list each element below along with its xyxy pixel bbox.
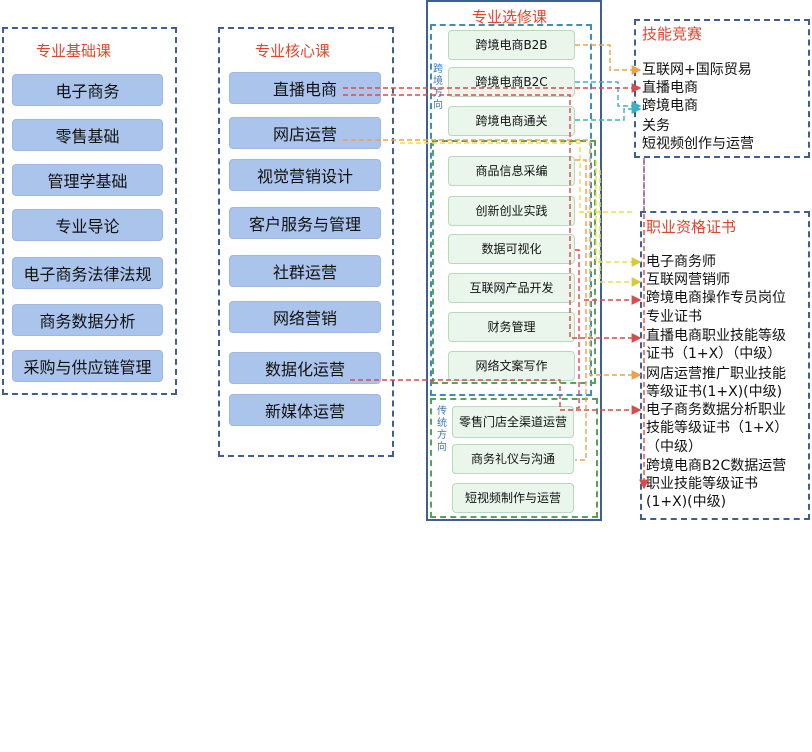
link-elective-orange xyxy=(575,159,587,461)
certificate-line-5: 直播电商职业技能等级 xyxy=(646,328,786,344)
core-course-7: 数据化运营 xyxy=(229,352,381,384)
foundation-course-4: 专业导论 xyxy=(12,209,163,241)
certificate-line-10: 技能等级证书（1+X） xyxy=(646,420,789,436)
certificate-line-14: (1+X)(中级) xyxy=(646,494,727,510)
common-course-4: 互联网产品开发 xyxy=(448,273,575,303)
competition-item-3: 跨境电商 xyxy=(642,98,698,114)
traditional-group xyxy=(430,398,598,518)
link-customs-competition xyxy=(575,104,642,121)
certificate-title: 职业资格证书 xyxy=(646,218,737,236)
foundation-course-1: 电子商务 xyxy=(12,74,163,106)
certificate-line-9: 电子商务数据分析职业 xyxy=(646,402,786,418)
common-course-1: 商品信息采编 xyxy=(448,156,575,186)
certificate-line-13: 职业技能等级证书 xyxy=(646,476,758,492)
common-group xyxy=(432,140,596,384)
core-course-4: 客户服务与管理 xyxy=(229,207,381,239)
core-title: 专业核心课 xyxy=(255,42,331,60)
core-course-6: 网络营销 xyxy=(229,301,381,333)
link-yellow-1 xyxy=(595,160,642,267)
certificate-line-12: 跨境电商B2C数据运营 xyxy=(646,458,787,474)
certificate-line-11: （中级） xyxy=(646,439,702,455)
core-course-8: 新媒体运营 xyxy=(229,394,381,426)
traditional-direction-label: 传统方向 xyxy=(437,406,447,453)
traditional-course-2: 商务礼仪与沟通 xyxy=(452,444,574,474)
foundation-course-2: 零售基础 xyxy=(12,119,163,151)
common-course-5: 财务管理 xyxy=(448,312,575,342)
competition-item-1: 互联网+国际贸易 xyxy=(642,62,752,78)
elective-title: 专业选修课 xyxy=(472,8,548,26)
foundation-course-6: 商务数据分析 xyxy=(12,304,163,336)
link-elective-red xyxy=(575,249,580,409)
competition-item-2: 直播电商 xyxy=(642,80,698,96)
certificate-line-3: 跨境电商操作专员岗位 xyxy=(646,290,786,306)
foundation-course-3: 管理学基础 xyxy=(12,164,163,196)
link-yellow-2 xyxy=(599,170,642,287)
common-course-2: 创新创业实践 xyxy=(448,196,575,226)
certificate-line-7: 网店运营推广职业技能 xyxy=(646,366,786,382)
crossborder-group xyxy=(430,24,592,396)
crossborder-course-1: 跨境电商B2B xyxy=(448,30,575,60)
crossborder-course-2: 跨境电商B2C xyxy=(448,67,575,97)
certificate-line-4: 专业证书 xyxy=(646,309,702,325)
crossborder-course-3: 跨境电商通关 xyxy=(448,106,575,136)
common-course-6: 网络文案写作 xyxy=(448,351,575,381)
competition-item-5: 短视频创作与运营 xyxy=(642,136,754,152)
certificate-panel xyxy=(640,211,810,520)
foundation-title: 专业基础课 xyxy=(36,42,112,60)
elective-panel xyxy=(426,0,602,521)
link-b2b-competition xyxy=(575,44,642,75)
core-course-3: 视觉营销设计 xyxy=(229,159,381,191)
link-live-certificate xyxy=(343,94,642,343)
traditional-course-3: 短视频制作与运营 xyxy=(452,483,574,513)
certificate-line-1: 电子商务师 xyxy=(646,254,716,270)
competition-title: 技能竞赛 xyxy=(642,25,703,43)
link-shop-certificate-2 xyxy=(400,142,632,213)
crossborder-direction-label: 跨境方向 xyxy=(433,64,443,111)
link-data-certificate xyxy=(350,379,642,415)
core-course-5: 社群运营 xyxy=(229,255,381,287)
core-panel xyxy=(218,27,394,457)
foundation-panel xyxy=(2,27,177,395)
foundation-course-7: 采购与供应链管理 xyxy=(12,350,163,382)
traditional-course-1: 零售门店全渠道运营 xyxy=(452,406,574,438)
competition-item-4: 关务 xyxy=(642,118,670,134)
certificate-line-2: 互联网营销师 xyxy=(646,272,730,288)
certificate-line-6: 证书（1+X）（中级） xyxy=(646,346,782,362)
link-b2c-competition xyxy=(575,81,642,111)
foundation-course-5: 电子商务法律法规 xyxy=(12,257,163,289)
certificate-line-8: 等级证书(1+X)(中级) xyxy=(646,384,783,400)
link-shop-certificate xyxy=(343,139,642,380)
core-course-2: 网店运营 xyxy=(229,117,381,149)
common-course-3: 数据可视化 xyxy=(448,234,575,264)
